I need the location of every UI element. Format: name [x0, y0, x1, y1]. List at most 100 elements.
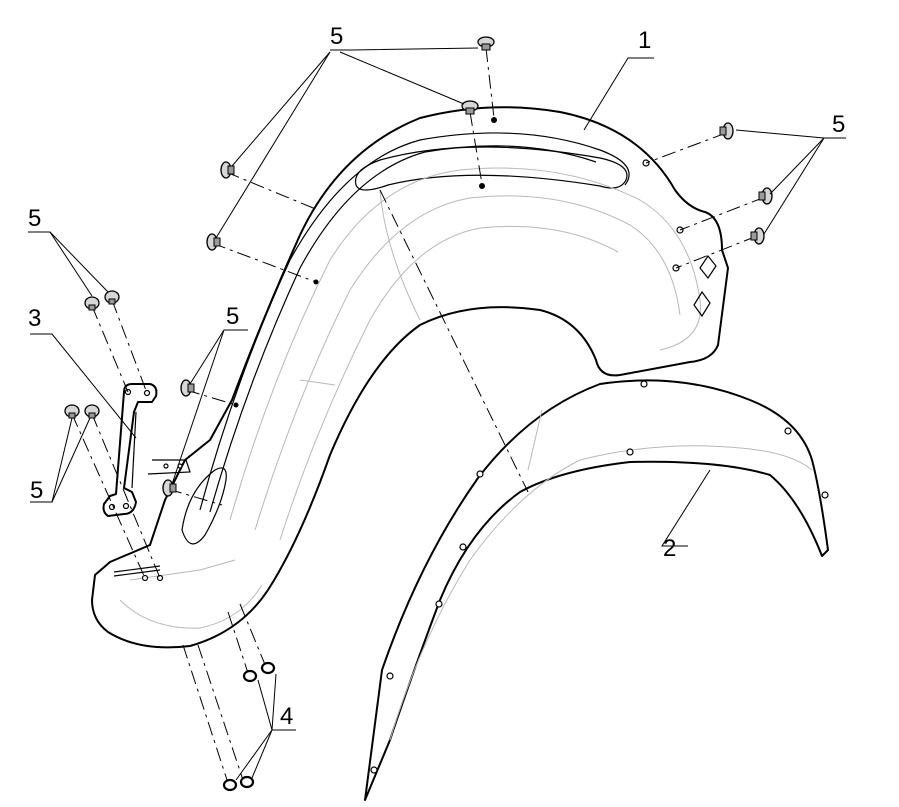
fastener-rivet — [750, 227, 765, 245]
housing-diamond-cutout — [693, 290, 711, 318]
fastener-rivet — [64, 404, 80, 419]
flap-hole — [459, 543, 467, 551]
leader-5-lowerleft-b — [51, 417, 91, 503]
callout-1: 1 — [638, 27, 651, 54]
housing-hole — [233, 402, 239, 408]
fastener-rivet — [84, 404, 100, 419]
fasteners — [64, 36, 773, 497]
leader-5-right-a — [735, 129, 846, 139]
leader-5-top-b — [339, 51, 465, 105]
washer — [222, 778, 238, 792]
housing-diamond-cutout — [699, 254, 717, 280]
callout-3: 3 — [28, 305, 41, 332]
callout-5-top: 5 — [330, 23, 343, 50]
leader-2 — [661, 469, 711, 547]
axis-line — [211, 242, 317, 283]
fender-rim-edge-inner — [209, 145, 597, 513]
axis-line — [167, 488, 223, 506]
callout-5-right: 5 — [832, 111, 845, 138]
axis-line — [111, 299, 148, 394]
housing-hole — [491, 117, 497, 123]
axis-line — [71, 413, 146, 579]
washer — [260, 661, 276, 675]
leader-5-right-c — [763, 137, 825, 235]
flap-hole — [435, 600, 443, 608]
leader-3 — [30, 333, 137, 439]
fastener-rivet — [220, 161, 235, 179]
fender-contour-3 — [279, 225, 619, 541]
fastener-rivet — [162, 479, 177, 497]
bracket-hole — [122, 502, 130, 510]
leader-1 — [583, 57, 654, 131]
fender-slot-left — [181, 467, 227, 545]
flap-hole — [386, 672, 394, 680]
washers — [222, 661, 276, 792]
housing-slot — [113, 569, 161, 577]
mud-flap-contour — [527, 409, 543, 471]
leader-5-upperleft-a — [28, 231, 93, 297]
fastener-rivet — [206, 233, 221, 251]
flap-hole — [476, 470, 484, 478]
leader-4d — [251, 729, 273, 779]
axis-line — [227, 611, 249, 674]
leader-4b — [271, 673, 277, 731]
leader-5-upperleft-b — [49, 231, 109, 293]
axis-line — [225, 171, 319, 211]
fastener-rivet — [84, 296, 100, 311]
mud-flap-outline — [364, 379, 829, 801]
fastener-rivet — [477, 36, 495, 51]
leader-5-top-c — [231, 51, 331, 167]
bracket-edge — [131, 411, 137, 489]
fastener-rivet — [758, 187, 773, 205]
bracket-hole — [143, 389, 151, 397]
fender-contour-5 — [119, 584, 263, 629]
callout-2: 2 — [663, 535, 676, 562]
leader-5-mid-a — [189, 329, 248, 385]
housing-hole — [479, 183, 485, 189]
leader-5-top-d — [215, 51, 331, 239]
fender-housing-outline — [91, 106, 729, 649]
leader-5-top-a — [330, 47, 479, 51]
callout-5-lower-left: 5 — [30, 477, 43, 504]
axis-line — [91, 305, 129, 393]
fender-contour-1 — [229, 167, 701, 521]
bracket-tab — [147, 459, 191, 475]
flap-hole — [784, 427, 792, 435]
fastener-rivet — [180, 379, 195, 397]
fender-contour-4 — [379, 189, 421, 321]
washer — [239, 775, 255, 789]
mud-flap-contour — [389, 445, 813, 741]
axis-line — [379, 189, 529, 493]
fender-rim-edge — [199, 132, 630, 511]
axis-line — [645, 132, 727, 164]
bracket-outline — [102, 383, 158, 517]
fender-contour-2 — [254, 195, 681, 531]
leader-4c — [235, 729, 273, 781]
flap-hole — [626, 448, 634, 456]
callout-5-upper-left: 5 — [28, 205, 41, 232]
flap-hole — [640, 380, 648, 388]
part-1-fender-housing — [91, 106, 729, 649]
housing-slot — [113, 565, 161, 573]
fender-contour-7 — [299, 379, 336, 386]
leader-5-right-b — [769, 137, 825, 195]
axis-line — [679, 196, 766, 231]
axis-line — [182, 644, 229, 784]
leader-5-mid-b — [171, 329, 225, 485]
housing-hole — [156, 574, 164, 582]
callout-4: 4 — [280, 703, 293, 730]
part-3-mounting-bracket — [102, 383, 191, 517]
axis-line — [485, 47, 495, 119]
axis-line — [197, 644, 245, 784]
leader-lines — [28, 47, 846, 781]
fender-contour-6 — [129, 559, 236, 581]
bracket-hole — [163, 463, 169, 469]
fastener-rivet — [461, 100, 479, 115]
washer — [242, 669, 258, 683]
callout-5-mid: 5 — [226, 303, 239, 330]
fastener-rivet — [104, 290, 120, 305]
axis-line — [91, 413, 161, 579]
fender-slot-top — [354, 146, 628, 191]
axis-line — [469, 111, 483, 185]
